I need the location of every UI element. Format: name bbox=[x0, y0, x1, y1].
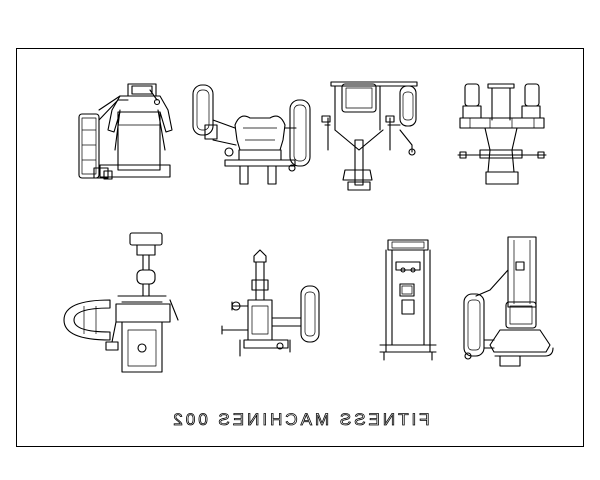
machine-4 bbox=[457, 83, 547, 185]
sheet-border bbox=[16, 48, 584, 447]
drawing-title: FITNESS MACHINES 002 bbox=[170, 410, 429, 429]
machine-8 bbox=[463, 236, 554, 367]
machine-3 bbox=[321, 81, 418, 191]
machine-1 bbox=[78, 83, 173, 180]
machine-7 bbox=[379, 239, 437, 361]
mirrored-title-group: FITNESS MACHINES 002 bbox=[170, 410, 430, 430]
machine-5 bbox=[63, 232, 179, 373]
machine-2 bbox=[192, 84, 311, 185]
machine-6 bbox=[221, 249, 320, 357]
